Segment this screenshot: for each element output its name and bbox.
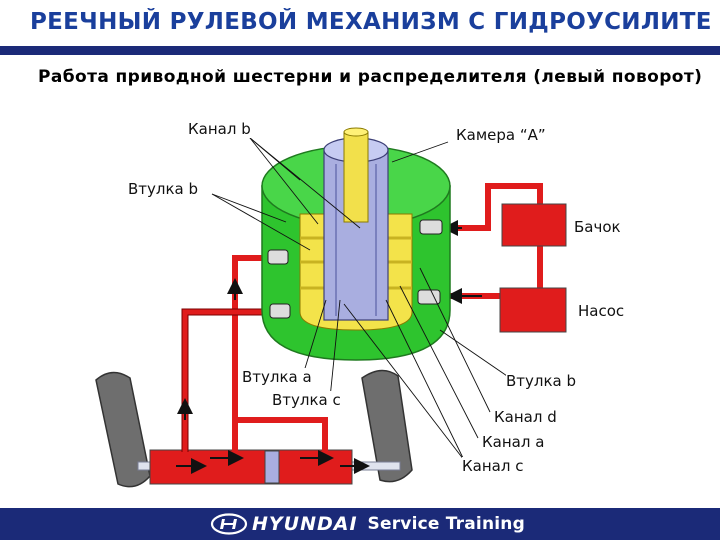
label-bushing-b-right: Втулка b bbox=[506, 372, 577, 390]
reservoir-tank bbox=[501, 203, 567, 247]
housing-ports bbox=[267, 219, 443, 319]
label-channel-d: Канал d bbox=[494, 408, 557, 426]
leader-lines bbox=[211, 137, 511, 461]
label-tank: Бачок bbox=[574, 218, 621, 236]
hyundai-logo-icon bbox=[210, 513, 248, 535]
right-wheel bbox=[361, 369, 413, 483]
label-pump: Насос bbox=[578, 302, 625, 320]
label-channel-c: Канал c bbox=[462, 457, 524, 475]
label-chamber-a: Камера “А” bbox=[456, 126, 546, 144]
label-bushing-a: Втулка a bbox=[242, 368, 312, 386]
label-channel-b-top: Канал b bbox=[188, 120, 251, 138]
hydraulic-pump bbox=[499, 287, 567, 333]
page-title: РЕЕЧНЫЙ РУЛЕВОЙ МЕХАНИЗМ С ГИДРОУСИЛИТЕЛ… bbox=[30, 9, 710, 35]
footer-band bbox=[0, 508, 720, 540]
cylinder-piston bbox=[264, 450, 280, 484]
footer-divider bbox=[0, 506, 720, 508]
title-underline-gap bbox=[0, 55, 720, 59]
footer-brand: HYUNDAI Service Training bbox=[210, 512, 525, 536]
label-bushing-b-left: Втулка b bbox=[128, 180, 199, 198]
footer-brand-name: HYUNDAI bbox=[252, 513, 358, 535]
footer-service-training: Service Training bbox=[367, 514, 525, 534]
input-shaft bbox=[343, 127, 369, 223]
slide-subtitle: Работа приводной шестерни и распределите… bbox=[38, 67, 703, 87]
label-bushing-c: Втулка c bbox=[272, 391, 341, 409]
label-channel-a: Канал a bbox=[482, 433, 545, 451]
